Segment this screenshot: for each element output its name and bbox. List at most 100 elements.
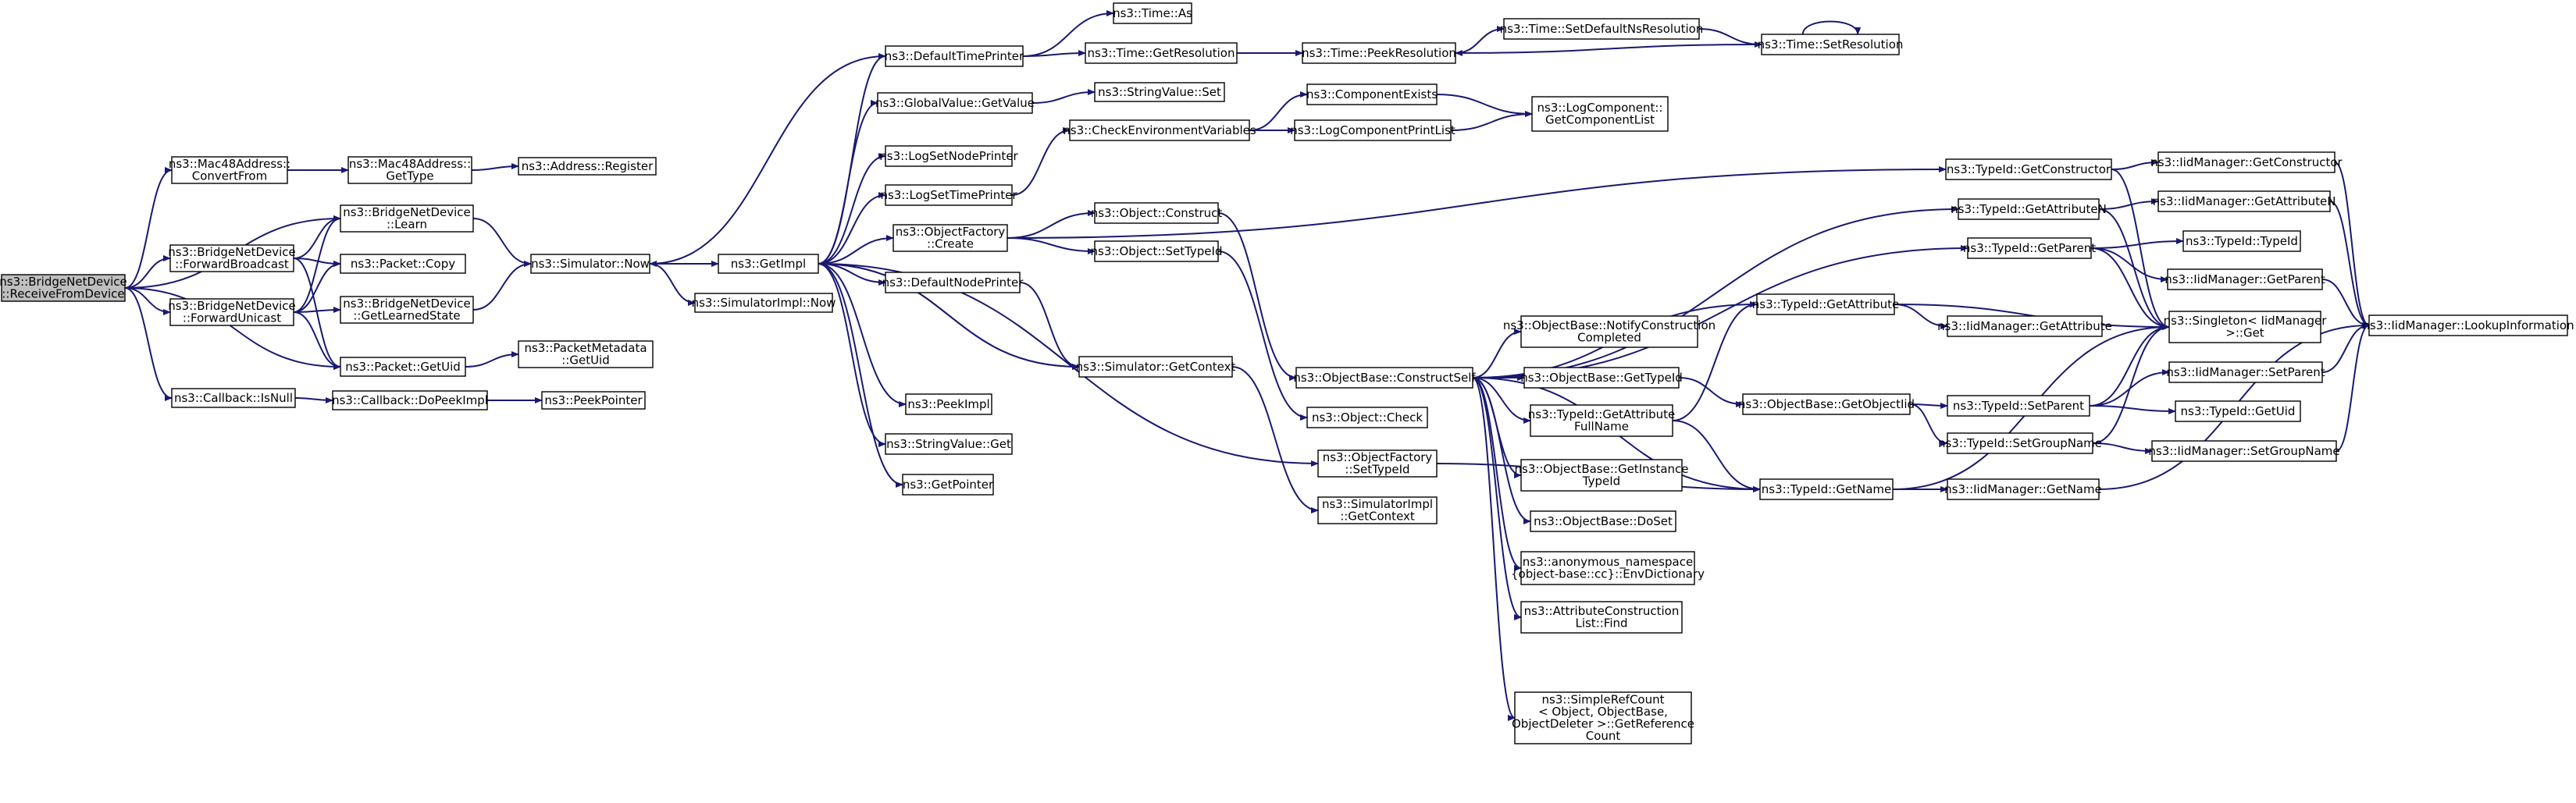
node-ns3-componentexists[interactable]: ns3::ComponentExists [1306,83,1438,105]
node-label: ns3::IidManager::GetName [1944,482,2102,496]
node-ns3-iidmanager-getattribute[interactable]: ns3::IidManager::GetAttribute [1937,315,2112,337]
node-ns3-time-getresolution[interactable]: ns3::Time::GetResolution [1085,42,1238,64]
node-ns3-iidmanager-getattributen[interactable]: ns3::IidManager::GetAttributeN [2153,190,2336,212]
node-ns3-iidmanager-setparent[interactable]: ns3::IidManager::SetParent [2166,361,2325,383]
node-ns3-typeid-getname[interactable]: ns3::TypeId::GetName [1759,478,1894,500]
node-ns3-typeid-setparent[interactable]: ns3::TypeId::SetParent [1947,395,2090,417]
node-ns3-typeid-getattribute[interactable]: ns3::TypeId::GetAttribute [1752,293,1899,315]
node-ns3-object-settypeid[interactable]: ns3::Object::SetTypeId [1091,240,1223,262]
node-ns3-stringvalue-get[interactable]: ns3::StringValue::Get [885,433,1013,455]
node-ns3-mac48address-gettype[interactable]: ns3::Mac48Address::GetType [347,156,472,184]
node-ns3-simplerefcount-object-objectbase-objectdeleter-getreference-count[interactable]: ns3::SimpleRefCount< Object, ObjectBase,… [1512,691,1694,744]
node-ns3-anonymous-namespace-object-base-cc-envdictionary[interactable]: ns3::anonymous_namespace{object-base::cc… [1511,551,1705,585]
node-ns3-time-peekresolution[interactable]: ns3::Time::PeekResolution [1302,42,1456,64]
node-ns3-logsettimeprinter[interactable]: ns3::LogSetTimePrinter [880,184,1017,206]
node-ns3-bridgenetdevice-forwardbroadcast[interactable]: ns3::BridgeNetDevice::ForwardBroadcast [168,244,296,272]
node-ns3-logcomponent-getcomponentlist[interactable]: ns3::LogComponent::GetComponentList [1531,96,1669,132]
node-ns3-typeid-getconstructor[interactable]: ns3::TypeId::GetConstructor [1945,158,2112,180]
node-ns3-objectbase-gettypeid[interactable]: ns3::ObjectBase::GetTypeId [1520,367,1683,389]
node-ns3-logsetnodeprinter[interactable]: ns3::LogSetNodePrinter [879,145,1019,167]
node-ns3-time-setdefaultnsresolution[interactable]: ns3::Time::SetDefaultNsResolution [1500,18,1704,40]
node-label: ns3::TypeId::GetConstructor [1947,162,2111,176]
node-ns3-bridgenetdevice-learn[interactable]: ns3::BridgeNetDevice::Learn [340,204,474,233]
node-ns3-simulatorimpl-now[interactable]: ns3::SimulatorImpl::Now [692,293,836,313]
edge-line [1698,28,1762,48]
node-ns3-stringvalue-set[interactable]: ns3::StringValue::Set [1094,82,1225,102]
node-ns3-mac48address-convertfrom[interactable]: ns3::Mac48Address::ConvertFrom [169,156,290,184]
edge-line [1472,329,1522,378]
edge-line [2336,322,2370,452]
node-ns3-iidmanager-lookupinformation[interactable]: ns3::IidManager::LookupInformation [2362,314,2574,336]
node-ns3-address-register[interactable]: ns3::Address::Register [518,157,657,176]
node-box [1761,34,1900,55]
node-label: ns3::BridgeNetDevice [168,245,296,259]
node-ns3-callback-isnull[interactable]: ns3::Callback::IsNull [171,388,296,408]
node-box [347,156,472,184]
node-ns3-globalvalue-getvalue[interactable]: ns3::GlobalValue::GetValue [875,92,1035,114]
node-ns3-objectbase-getobjectiid[interactable]: ns3::ObjectBase::GetObjectIid [1738,393,1915,415]
node-ns3-simulator-now[interactable]: ns3::Simulator::Now [530,254,650,274]
node-ns3-defaultnodeprinter[interactable]: ns3::DefaultNodePrinter [882,272,1024,293]
node-ns3-objectfactory-create[interactable]: ns3::ObjectFactory::Create [893,224,1008,252]
node-ns3-typeid-getuid[interactable]: ns3::TypeId::GetUid [2175,400,2301,422]
node-label: ns3::Packet::Copy [351,257,455,271]
node-ns3-objectfactory-settypeid[interactable]: ns3::ObjectFactory::SetTypeId [1317,449,1438,478]
edge-line [1472,377,1531,424]
node-ns3-packet-copy[interactable]: ns3::Packet::Copy [340,254,466,274]
node-ns3-time-setresolution[interactable]: ns3::Time::SetResolution [1758,34,1904,55]
node-ns3-objectbase-constructself[interactable]: ns3::ObjectBase::ConstructSelf [1293,367,1476,389]
node-ns3-bridgenetdevice-getlearnedstate[interactable]: ns3::BridgeNetDevice::GetLearnedState [340,296,474,324]
node-box [1294,119,1452,141]
node-ns3-objectbase-doset[interactable]: ns3::ObjectBase::DoSet [1530,510,1676,532]
node-box [1947,432,2093,454]
node-label: ns3::ObjectBase::GetTypeId [1520,371,1683,385]
edge-line [2092,324,2170,444]
node-label: ns3::Simulator::Now [531,257,650,271]
node-label: ::Learn [387,218,427,232]
node-ns3-iidmanager-setgroupname[interactable]: ns3::IidManager::SetGroupName [2148,440,2340,462]
node-box [1759,478,1894,500]
edge-line [818,263,886,447]
edge-line [1450,111,1533,131]
edge-n41-n49 [1472,377,1522,620]
node-label: ns3::Mac48Address:: [349,157,471,171]
node-ns3-callback-dopeekimpl[interactable]: ns3::Callback::DoPeekImpl [332,390,488,410]
node-label: ns3::Time::PeekResolution [1302,46,1456,60]
node-ns3-packetmetadata-getuid[interactable]: ns3::PacketMetadata::GetUid [518,340,654,368]
node-ns3-typeid-getparent[interactable]: ns3::TypeId::GetParent [1963,237,2096,259]
node-ns3-simulator-getcontext[interactable]: ns3::Simulator::GetContext [1076,356,1236,378]
node-ns3-defaulttimeprinter[interactable]: ns3::DefaultTimePrinter [885,45,1024,67]
node-ns3-checkenvironmentvariables[interactable]: ns3::CheckEnvironmentVariables [1063,119,1256,141]
node-ns3-typeid-setgroupname[interactable]: ns3::TypeId::SetGroupName [1938,432,2102,454]
node-ns3-logcomponentprintlist[interactable]: ns3::LogComponentPrintList [1290,119,1455,141]
node-ns3-object-construct[interactable]: ns3::Object::Construct [1091,202,1223,224]
edge-n31-n41 [1217,212,1297,381]
node-ns3-peekimpl[interactable]: ns3::PeekImpl [905,393,992,415]
node-ns3-singleton-iidmanager-get[interactable]: ns3::Singleton< IidManager>::Get [2164,311,2328,343]
node-ns3-iidmanager-getconstructor[interactable]: ns3::IidManager::GetConstructor [2150,151,2343,173]
node-ns3-iidmanager-getname[interactable]: ns3::IidManager::GetName [1944,478,2102,500]
edge-line [2089,324,2170,407]
node-ns3-packet-getuid[interactable]: ns3::Packet::GetUid [340,357,466,377]
node-ns3-bridgenetdevice-receivefromdevice[interactable]: ns3::BridgeNetDevice::ReceiveFromDevice [0,274,127,302]
node-label: ns3::ObjectBase::GetInstance [1515,462,1689,476]
node-ns3-typeid-getattributen[interactable]: ns3::TypeId::GetAttributeN [1951,198,2107,220]
node-ns3-getpointer[interactable]: ns3::GetPointer [902,474,994,496]
edge-n41-n52 [1472,206,1959,378]
node-ns3-typeid-typeid[interactable]: ns3::TypeId::TypeId [2182,230,2301,252]
node-ns3-peekpointer[interactable]: ns3::PeekPointer [541,391,646,410]
node-label: ns3::LogSetNodePrinter [879,149,1018,163]
node-ns3-object-check[interactable]: ns3::Object::Check [1306,407,1428,428]
node-label: ns3::ObjectBase::DoSet [1534,514,1673,528]
node-label: ns3::DefaultTimePrinter [885,49,1024,63]
edge-n4-n10 [293,307,341,314]
node-ns3-simulatorimpl-getcontext[interactable]: ns3::SimulatorImpl::GetContext [1317,496,1438,524]
node-ns3-iidmanager-getparent[interactable]: ns3::IidManager::GetParent [2164,268,2325,290]
node-ns3-bridgenetdevice-forwardunicast[interactable]: ns3::BridgeNetDevice::ForwardUnicast [168,298,296,326]
node-ns3-getimpl[interactable]: ns3::GetImpl [718,254,819,274]
node-ns3-time-as[interactable]: ns3::Time::As [1113,2,1192,24]
node-ns3-objectbase-notifyconstruction-completed[interactable]: ns3::ObjectBase::NotifyConstructionCompl… [1503,315,1716,348]
